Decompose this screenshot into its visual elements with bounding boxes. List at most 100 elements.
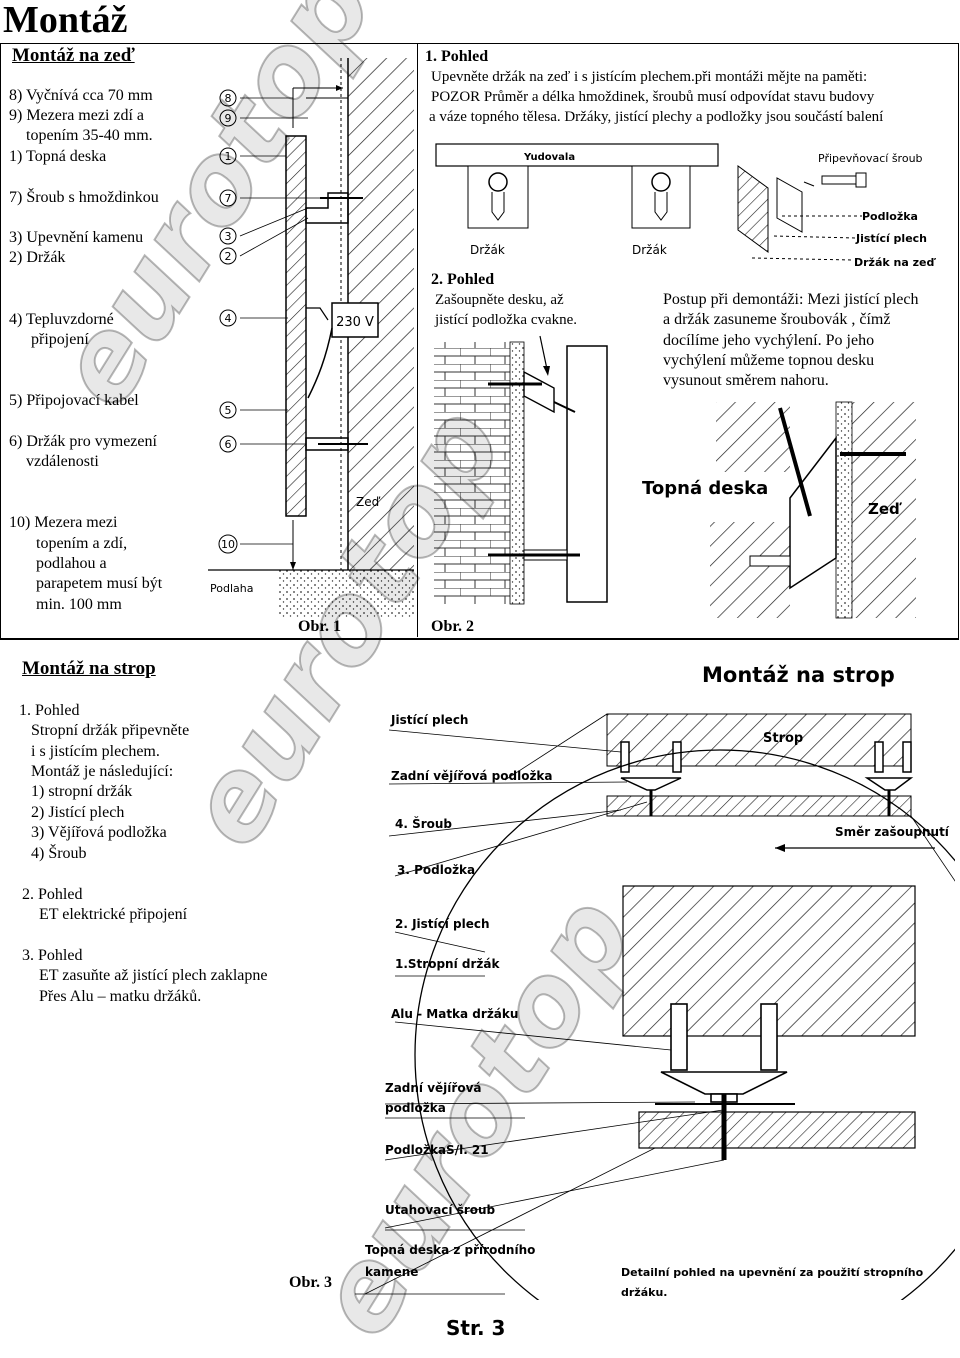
- panel-section-top: [716, 402, 790, 472]
- fig1-wall-label: Zeď: [356, 495, 381, 509]
- step-line: i s jistícím plechem.: [31, 743, 160, 760]
- legend-line: 7) Šroub s hmoždinkou: [9, 189, 159, 206]
- callout-label: 3: [225, 230, 232, 243]
- fig3-caption: Obr. 3: [289, 1274, 332, 1291]
- step-line: Stropní držák připevněte: [31, 722, 190, 739]
- fixing-screw: [821, 175, 859, 185]
- wall-bracket-label: Držák na zeď: [854, 256, 936, 269]
- legend-line: 4) Tepluvzdorné: [9, 311, 114, 328]
- bar-label: Yudovala: [523, 152, 575, 163]
- legend-line: 1) Topná deska: [9, 148, 107, 165]
- legend-line: vzdálenosti: [26, 453, 99, 470]
- callout-9: [219, 109, 237, 127]
- panel-section-bottom: [710, 522, 790, 618]
- bracket-tilted: [789, 435, 837, 590]
- wall-bracket-exploded: [737, 165, 769, 253]
- step-line: Přes Alu – matku držáků.: [39, 988, 202, 1005]
- label-stone-panel: Topná deska z přírodního: [365, 1243, 535, 1257]
- callout-label: 6: [225, 438, 232, 451]
- legend-line: připojení: [31, 331, 89, 348]
- view1-diagram: Yudovala Držák Držák Připevňovací šroub …: [435, 143, 936, 269]
- step-line: 1) stropní držák: [31, 783, 133, 800]
- label-rear-fan-2: podložka: [385, 1101, 446, 1115]
- legend-line: topením a zdí,: [36, 535, 128, 552]
- legend-line: topením 35-40 mm.: [26, 127, 153, 144]
- callout-3: [219, 227, 237, 245]
- heating-panel: [285, 135, 307, 517]
- label-rear-fan: Zadní vějířová: [385, 1081, 482, 1095]
- voltage-label: 230 V: [336, 315, 374, 330]
- screwdriver: [778, 407, 812, 517]
- step-line: ET zasuňte až jistící plech zaklapne: [39, 967, 268, 984]
- view1-line: Upevněte držák na zeď i s jistícím plech…: [431, 69, 868, 85]
- legend-line: 10) Mezera mezi: [9, 514, 118, 531]
- label-tightening-screw: Utahovací šroub: [385, 1203, 496, 1217]
- callout-7: [219, 189, 237, 207]
- detail-circle: [414, 749, 955, 1300]
- fig1-floor-label: Podlaha: [210, 582, 253, 595]
- label-washer-sl: PodložkaS/l. 21: [385, 1143, 489, 1157]
- legend-line: 9) Mezera mezi zdí a: [9, 107, 145, 124]
- legend-line: parapetem musí být: [36, 575, 163, 592]
- dismantle-line: vychýlení můžeme topnou desku: [663, 352, 875, 369]
- fig1-side-view: 8 9 1 7 3 2 4 5 6 10 230 V Zeď Podlaha: [208, 58, 414, 618]
- step-line: 2) Jistící plech: [31, 804, 125, 821]
- dismantle-wall-label: Zeď: [868, 500, 903, 518]
- dismantle-line: docílíme jeho vychýlení. Po jeho: [663, 332, 875, 349]
- step-line: 1. Pohled: [19, 702, 80, 719]
- spacer-bracket: [305, 437, 349, 451]
- step-line: 4) Šroub: [31, 845, 87, 862]
- label-locking-plate-2: 2. Jistící plech: [395, 917, 490, 931]
- legend-line: 2) Držák: [9, 249, 66, 266]
- legend-line: 5) Připojovací kabel: [9, 392, 139, 409]
- callout-label: 7: [225, 192, 232, 205]
- detail-note: držáku.: [621, 1286, 667, 1299]
- wall-section: [852, 402, 916, 618]
- detail-note: Detailní pohled na upevnění za použití s…: [621, 1266, 924, 1279]
- washer-label: Podložka: [862, 210, 918, 223]
- brick-wall: [434, 342, 510, 604]
- locking-plate: [776, 177, 803, 233]
- ceiling-diagram-title: Montáž na strop: [702, 663, 895, 687]
- view2-diagram: [434, 335, 608, 605]
- callout-label: 10: [221, 538, 235, 551]
- dismantle-line: vysunout směrem nahoru.: [663, 372, 829, 389]
- callout-1: [219, 147, 237, 165]
- callout-label: 5: [225, 404, 232, 417]
- plate-label: Jistící plech: [855, 232, 927, 245]
- floor-body: [278, 570, 414, 618]
- callout-10: [218, 534, 238, 554]
- wall-plaster: [835, 401, 853, 619]
- wall-bracket-side: [523, 370, 555, 414]
- callout-4: [219, 309, 237, 327]
- label-ceiling-bracket: 1.Stropní držák: [395, 957, 500, 971]
- legend-line: 3) Upevnění kamenu: [9, 229, 144, 246]
- dismantle-panel-label: Topná deska: [642, 478, 768, 499]
- label-washer: 3. Podložka: [397, 863, 475, 877]
- direction-label: Směr zašoupnutí: [835, 825, 950, 839]
- fig1-caption: Obr. 1: [298, 618, 341, 635]
- callout-5: [219, 401, 237, 419]
- callout-label: 8: [225, 92, 232, 105]
- callout-6: [219, 435, 237, 453]
- label-stone-panel-2: kamene: [365, 1265, 418, 1279]
- view1-title: 1. Pohled: [425, 48, 489, 65]
- view2-line: jistící podložka cvakne.: [435, 312, 578, 328]
- legend-line: min. 100 mm: [36, 596, 122, 613]
- ceiling-diagram: Strop Směr zašoupnutí Jistící plech Zadn…: [355, 713, 955, 1300]
- view2-title: 2. Pohled: [431, 271, 495, 288]
- step-line: 3. Pohled: [22, 947, 83, 964]
- step-line: 2. Pohled: [22, 886, 83, 903]
- label-rear-fan-washer: Zadní vějířová podložka: [391, 769, 553, 783]
- ceiling-strop-label: Strop: [763, 731, 803, 746]
- label-screw: 4. Šroub: [395, 816, 452, 831]
- fig2-caption: Obr. 2: [431, 618, 474, 635]
- frame-divider-vertical: [417, 43, 418, 637]
- bracket-label-2: Držák: [632, 243, 667, 257]
- dismantle-line: Postup při demontáži: Mezi jistící plech: [663, 291, 919, 308]
- page-title: Montáž: [3, 0, 128, 41]
- junction-box: [331, 302, 379, 338]
- screw-label: Připevňovací šroub: [818, 152, 923, 165]
- heating-panel-side: [566, 345, 608, 603]
- callout-2: [219, 247, 237, 265]
